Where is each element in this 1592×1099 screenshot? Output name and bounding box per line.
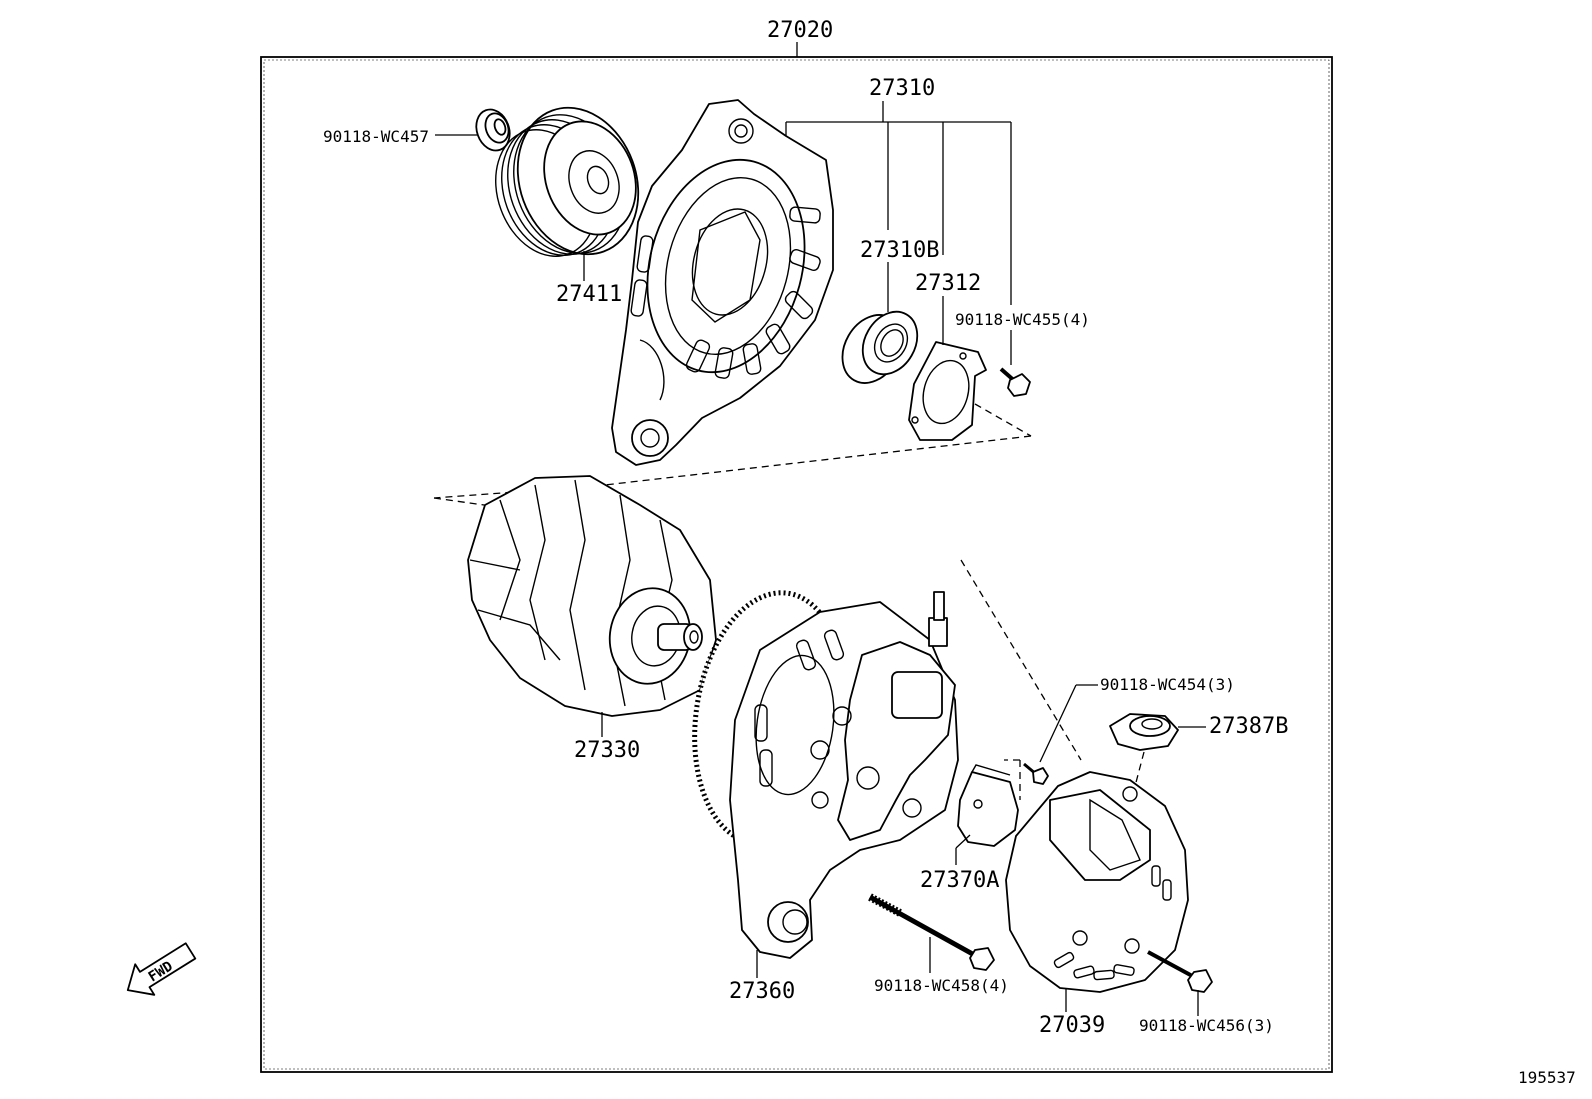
label-90118-WC454-3[interactable]: 90118-WC454(3): [1100, 675, 1235, 694]
label-27310B[interactable]: 27310B: [860, 238, 939, 263]
terminal-insulator-part: [1109, 713, 1179, 751]
label-27360[interactable]: 27360: [729, 979, 795, 1004]
label-27039[interactable]: 27039: [1039, 1013, 1105, 1038]
label-27387B[interactable]: 27387B: [1209, 714, 1288, 739]
label-90118-WC457[interactable]: 90118-WC457: [323, 127, 429, 146]
bearing-part: [841, 310, 919, 384]
label-27411[interactable]: 27411: [556, 282, 622, 307]
label-27312[interactable]: 27312: [915, 271, 981, 296]
regulator-screw-part: [1023, 762, 1049, 785]
retainer-screw-part: [999, 367, 1031, 397]
rear-cover-part: [1005, 771, 1189, 993]
label-27020[interactable]: 27020: [767, 18, 833, 43]
retainer-plate-part: [908, 341, 987, 441]
label-90118-WC455-4[interactable]: 90118-WC455(4): [955, 310, 1090, 329]
pulley-part: [495, 106, 640, 257]
assembly-frame-dotted: [263, 59, 1330, 1070]
stator-frame-part: [692, 590, 959, 959]
through-bolt-part: [868, 893, 995, 971]
label-90118-WC458-4[interactable]: 90118-WC458(4): [874, 976, 1009, 995]
diagram-reference-number: 195537: [1518, 1068, 1576, 1087]
rotor-part: [467, 475, 717, 717]
label-27310[interactable]: 27310: [869, 76, 935, 101]
label-27370A[interactable]: 27370A: [920, 868, 999, 893]
cover-bolt-part: [1147, 950, 1213, 993]
label-27330[interactable]: 27330: [574, 738, 640, 763]
pulley-nut-part: [475, 108, 511, 152]
brush-holder-part: [957, 764, 1019, 847]
forward-direction-arrow: FWD: [126, 942, 197, 996]
label-90118-WC456-3[interactable]: 90118-WC456(3): [1139, 1016, 1274, 1035]
drive-end-frame-part: [611, 99, 834, 466]
